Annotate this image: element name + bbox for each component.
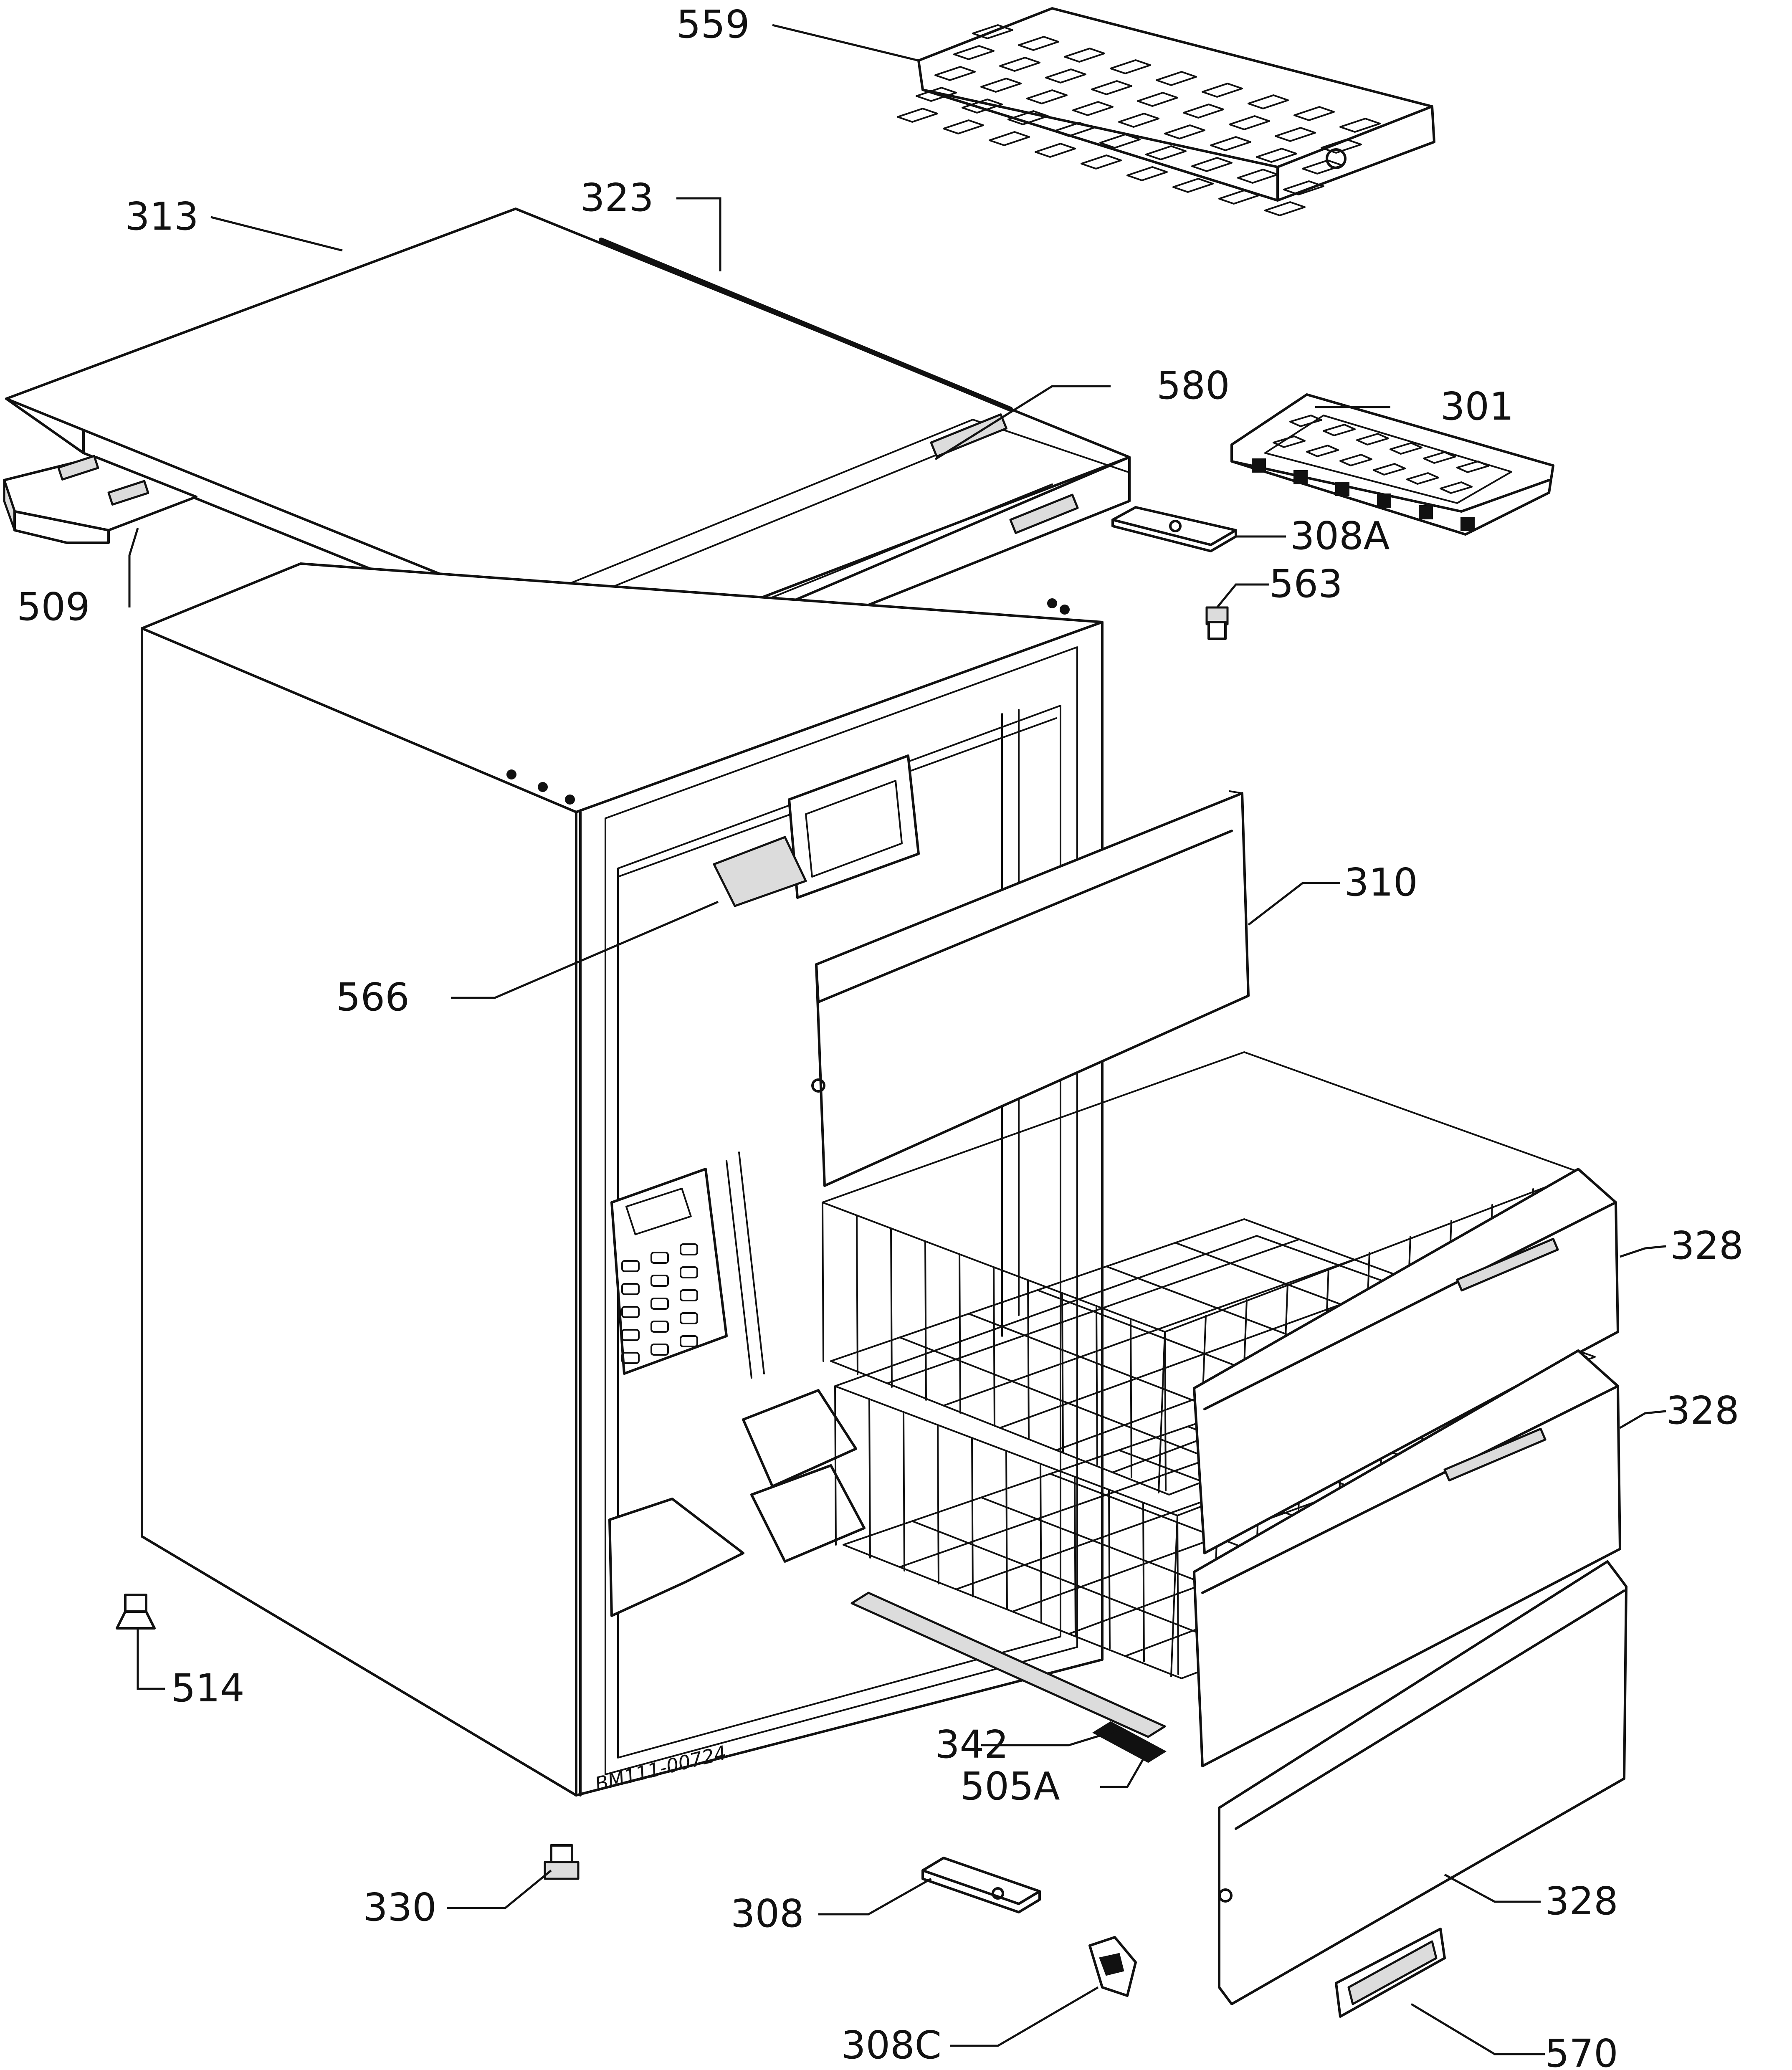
- label-505a: 505A: [960, 1764, 1060, 1809]
- label-342: 342: [935, 1722, 1009, 1767]
- part-509-hinge-block: [3, 455, 197, 544]
- label-313: 313: [125, 194, 199, 239]
- label-308c: 308C: [841, 2023, 942, 2067]
- label-566: 566: [336, 975, 410, 1020]
- label-330: 330: [363, 1885, 437, 1930]
- part-559-ice-grid: [897, 7, 1435, 216]
- part-328-drawer-front-2: [1193, 1349, 1621, 1767]
- part-514-foot: [116, 1594, 156, 1630]
- label-563: 563: [1269, 562, 1343, 606]
- part-328-drawer-front-1: [1193, 1168, 1619, 1554]
- part-342-runner: [850, 1592, 1166, 1738]
- part-313-top-cover: [5, 208, 1131, 703]
- part-301-ice-tray: [1230, 393, 1554, 536]
- label-323: 323: [580, 175, 654, 220]
- label-301: 301: [1440, 384, 1514, 429]
- cabinet-body: BM111-00724: [141, 562, 1104, 1797]
- part-308c-hinge: [1088, 1936, 1137, 1997]
- part-310-flap: [811, 790, 1250, 1187]
- label-559: 559: [676, 2, 750, 47]
- part-308-bracket: [921, 1857, 1041, 1913]
- part-563-screw: [1205, 606, 1229, 640]
- label-514: 514: [171, 1666, 245, 1711]
- part-330-screw: [544, 1844, 580, 1880]
- part-570-handle: [1335, 1928, 1446, 2018]
- part-308a-bracket: [1111, 506, 1237, 552]
- label-308: 308: [731, 1891, 804, 1936]
- part-323-seal-strip: [599, 238, 1013, 412]
- part-labels: 559 313 323 580 301 308A 563 509 310 566…: [17, 2, 1744, 2070]
- part-328-drawer-front-3: [1218, 1560, 1627, 2005]
- label-308a: 308A: [1290, 514, 1390, 558]
- label-328-c: 328: [1545, 1879, 1618, 1923]
- label-580: 580: [1157, 363, 1230, 408]
- label-328-a: 328: [1670, 1223, 1744, 1268]
- label-328-b: 328: [1666, 1388, 1739, 1433]
- label-509: 509: [17, 585, 90, 629]
- label-570: 570: [1545, 2031, 1618, 2070]
- part-566-thermostat-unit: [713, 754, 920, 907]
- leader-lines: [128, 24, 1666, 2055]
- label-310: 310: [1344, 860, 1418, 905]
